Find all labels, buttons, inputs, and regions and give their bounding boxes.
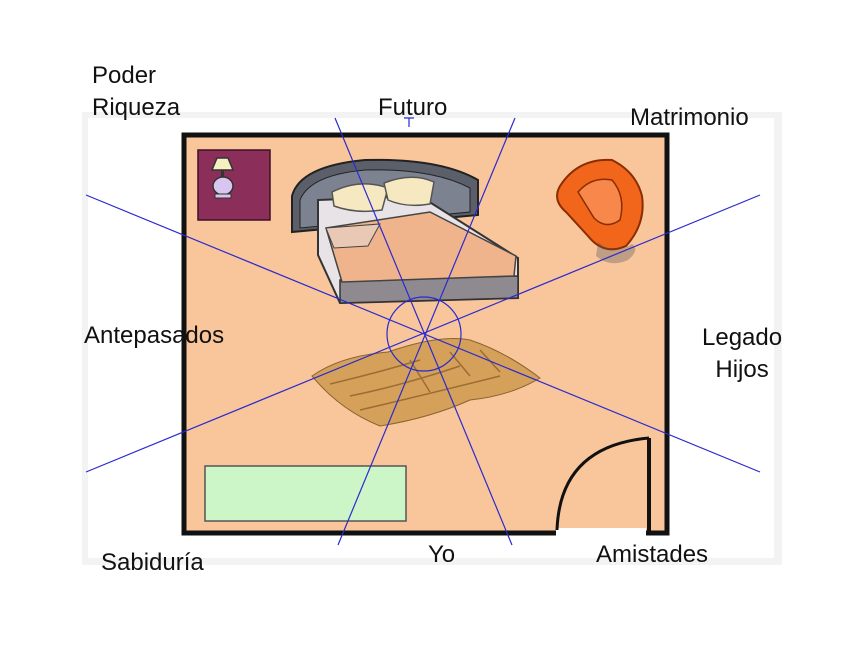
label-hijos: Hijos — [715, 356, 769, 383]
label-sabiduria: Sabiduría — [101, 549, 204, 576]
line-futuro-amistades — [334, 117, 513, 546]
rug-icon — [311, 338, 541, 427]
bed-icon — [291, 158, 519, 305]
lamp-icon — [197, 149, 271, 221]
label-riqueza: Riqueza — [92, 94, 181, 121]
label-yo: Yo — [428, 541, 456, 568]
label-matrimonio: Matrimonio — [630, 104, 749, 131]
line-sabiduria-matrimonio — [85, 194, 761, 473]
label-futuro: Futuro — [378, 94, 448, 121]
armchair-icon — [556, 158, 644, 264]
line-futuro-sabiduria — [337, 117, 516, 546]
label-poder-riqueza: Poder Riqueza — [92, 60, 180, 124]
label-poder: Poder — [92, 62, 157, 89]
label-legado: Legado — [702, 324, 783, 351]
label-legado-hijos: Legado Hijos — [702, 322, 782, 386]
label-amistades: Amistades — [596, 541, 709, 568]
door-icon — [555, 436, 651, 536]
center-circle — [386, 296, 462, 372]
desk-icon — [204, 465, 407, 522]
bagua-lines — [85, 117, 761, 546]
compass-mark — [404, 117, 414, 127]
label-antepasados: Antepasados — [84, 322, 225, 349]
